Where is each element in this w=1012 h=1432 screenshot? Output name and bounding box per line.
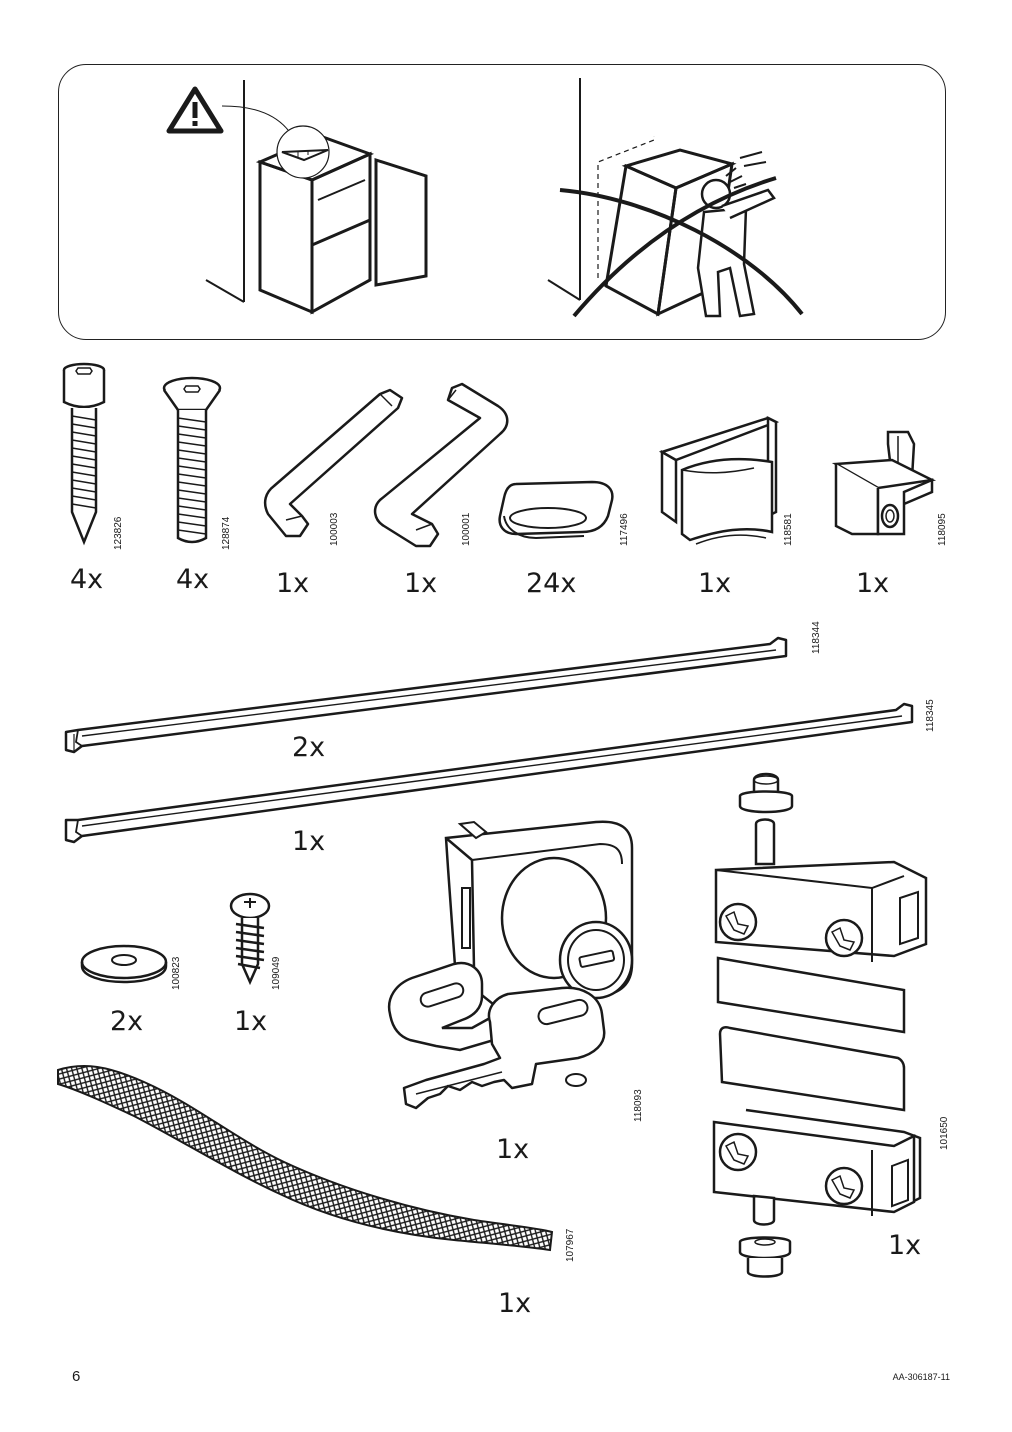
part-number: 118581 xyxy=(783,513,794,546)
part-quantity: 1x xyxy=(234,1006,268,1037)
part-quantity: 4x xyxy=(176,564,210,595)
part-number: 107967 xyxy=(565,1228,576,1262)
part-number: 118093 xyxy=(633,1089,644,1122)
part-number: 100003 xyxy=(329,512,340,546)
part-quantity: 2x xyxy=(110,1006,144,1037)
anti-slip-strip-icon xyxy=(54,1060,556,1258)
page-number: 6 xyxy=(72,1368,81,1385)
cap-screw-icon xyxy=(60,362,116,550)
glass-clip-icon xyxy=(656,412,780,550)
part-number: 100823 xyxy=(171,956,182,990)
part-number: 118095 xyxy=(937,513,948,546)
part-number: 100001 xyxy=(461,512,472,546)
rail-profile-icon xyxy=(60,628,796,758)
rail-profile-icon xyxy=(60,702,918,848)
hex-key-icon xyxy=(262,384,412,544)
part-quantity: 1x xyxy=(498,1288,532,1319)
part-quantity: 1x xyxy=(404,568,438,599)
wood-screw-icon xyxy=(228,892,272,986)
part-number: 101650 xyxy=(939,1116,950,1150)
flat-head-screw-icon xyxy=(162,376,224,546)
cabinet-fixed-to-wall-illustration xyxy=(200,80,440,320)
hex-key-long-icon xyxy=(372,382,522,552)
part-quantity: 1x xyxy=(292,826,326,857)
part-number: 109049 xyxy=(271,956,282,990)
warning-triangle-icon xyxy=(166,86,224,134)
part-number: 128874 xyxy=(221,516,232,550)
part-quantity: 1x xyxy=(276,568,310,599)
prohibited-cross-icon xyxy=(560,190,802,314)
shelf-support-icon xyxy=(832,430,938,542)
part-quantity: 1x xyxy=(496,1134,530,1165)
glass-door-hinge-icon xyxy=(704,766,930,1282)
washer-icon xyxy=(78,938,170,986)
warning-panel xyxy=(58,64,946,340)
document-code: AA-306187-11 xyxy=(892,1372,950,1382)
part-number: 117496 xyxy=(619,513,630,546)
part-quantity: 24x xyxy=(526,568,577,599)
part-quantity: 1x xyxy=(856,568,890,599)
cabinet-tipping-illustration xyxy=(540,78,820,328)
part-number: 123826 xyxy=(113,516,124,550)
part-quantity: 4x xyxy=(70,564,104,595)
part-number: 118345 xyxy=(925,699,936,732)
part-quantity: 1x xyxy=(698,568,732,599)
part-quantity: 2x xyxy=(292,732,326,763)
part-quantity: 1x xyxy=(888,1230,922,1261)
lock-with-keys-icon xyxy=(386,818,650,1124)
oval-bumper-icon xyxy=(496,476,616,542)
part-number: 118344 xyxy=(811,621,822,654)
